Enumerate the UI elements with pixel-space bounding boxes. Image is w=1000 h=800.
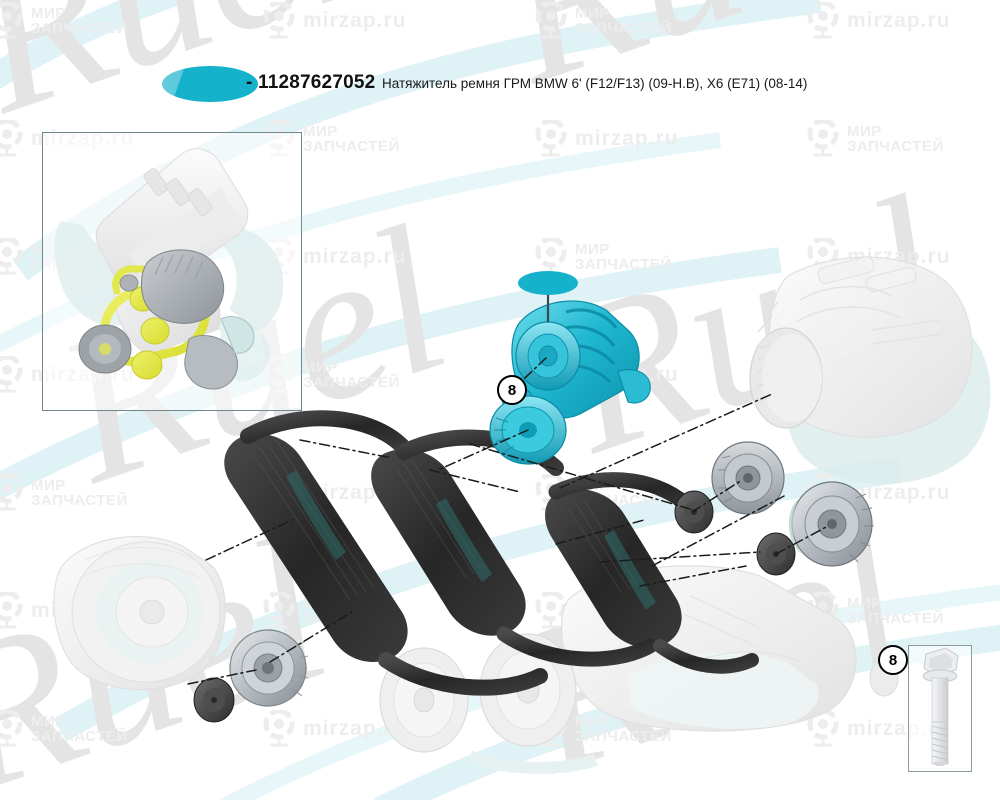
location-pin-gear-icon <box>807 710 839 747</box>
callout-badge-bolt: 8 <box>878 645 908 675</box>
location-pin-gear-icon <box>0 238 23 275</box>
location-pin-gear-icon <box>0 710 23 747</box>
watermark-site-text: mirzap.ru <box>303 9 407 33</box>
location-pin-gear-icon <box>0 2 23 39</box>
watermark-site-mark: mirzap.ru <box>262 474 407 512</box>
watermark-site-text: mirzap.ru <box>575 599 679 623</box>
location-pin-gear-icon <box>535 2 567 39</box>
watermark-site-text: mirzap.ru <box>31 599 135 623</box>
watermark-site-mark: mirzap.ru <box>806 2 951 40</box>
watermark-site-text: mirzap.ru <box>847 9 951 33</box>
watermark-site-text: mirzap.ru <box>303 717 407 741</box>
location-pin-gear-icon <box>263 474 295 511</box>
location-pin-gear-icon <box>0 356 23 393</box>
idler-pulley-2 <box>711 441 785 515</box>
part-number: - 11287627052 <box>246 72 376 93</box>
dust-cap-2 <box>674 490 714 534</box>
watermark-site-text: mirzap.ru <box>847 481 951 505</box>
watermark-script: Ruel <box>492 472 933 800</box>
watermark-site-text: mirzap.ru <box>847 245 951 269</box>
watermark-site-mark: mirzap.ru <box>806 238 951 276</box>
watermark-site-text: mirzap.ru <box>575 363 679 387</box>
watermark-site-text: mirzap.ru <box>575 127 679 151</box>
watermark-site-mark: mirzap.ru <box>534 592 679 630</box>
location-pin-gear-icon <box>263 592 295 629</box>
location-pin-gear-icon <box>807 120 839 157</box>
watermark-site-mark: mirzap.ru <box>534 356 679 394</box>
crankshaft-pulley <box>53 535 226 691</box>
location-pin-gear-icon <box>807 592 839 629</box>
bolt-detail-box <box>908 645 972 772</box>
header-accent-ellipse <box>162 66 258 102</box>
idler-pulley-3 <box>788 481 874 567</box>
alternator <box>749 256 991 484</box>
location-pin-gear-icon <box>807 238 839 275</box>
tensioner-marker-ellipse <box>518 271 578 295</box>
location-pin-gear-icon <box>535 474 567 511</box>
location-pin-gear-icon <box>807 356 839 393</box>
watermark-site-mark: mirzap.ru <box>806 474 951 512</box>
watermark-script: Ruel <box>532 152 973 498</box>
location-pin-gear-icon <box>0 120 23 157</box>
location-pin-gear-icon <box>263 710 295 747</box>
engine-inset-drawing <box>54 148 284 390</box>
location-pin-gear-icon <box>807 474 839 511</box>
watermark-site-mark: mirzap.ru <box>262 710 407 748</box>
location-pin-gear-icon <box>263 2 295 39</box>
idler-pulley-1 <box>229 629 309 707</box>
location-pin-gear-icon <box>535 710 567 747</box>
location-pin-gear-icon <box>535 356 567 393</box>
callout-badge-tensioner: 8 <box>497 375 527 405</box>
watermark-site-mark: mirzap.ru <box>534 120 679 158</box>
location-pin-gear-icon <box>535 238 567 275</box>
location-pin-gear-icon <box>535 120 567 157</box>
ac-compressor <box>379 565 899 774</box>
engine-overview-inset <box>42 132 302 411</box>
location-pin-gear-icon <box>0 592 23 629</box>
watermark-site-mark: mirzap.ru <box>0 592 135 630</box>
location-pin-gear-icon <box>535 592 567 629</box>
part-header: - 11287627052 Натяжитель ремня ГРМ BMW 6… <box>0 58 1000 110</box>
location-pin-gear-icon <box>0 474 23 511</box>
watermark-site-mark: mirzap.ru <box>262 2 407 40</box>
watermark-site-text: mirzap.ru <box>303 481 407 505</box>
dust-cap-3 <box>756 532 796 576</box>
dust-cap-1 <box>193 677 235 723</box>
serpentine-belt <box>224 410 759 696</box>
watermark-script: Ruel <box>0 492 353 800</box>
location-pin-gear-icon <box>807 2 839 39</box>
watermark-site-text: mirzap.ru <box>303 245 407 269</box>
part-description: Натяжитель ремня ГРМ BMW 6' (F12/F13) (0… <box>382 76 808 91</box>
